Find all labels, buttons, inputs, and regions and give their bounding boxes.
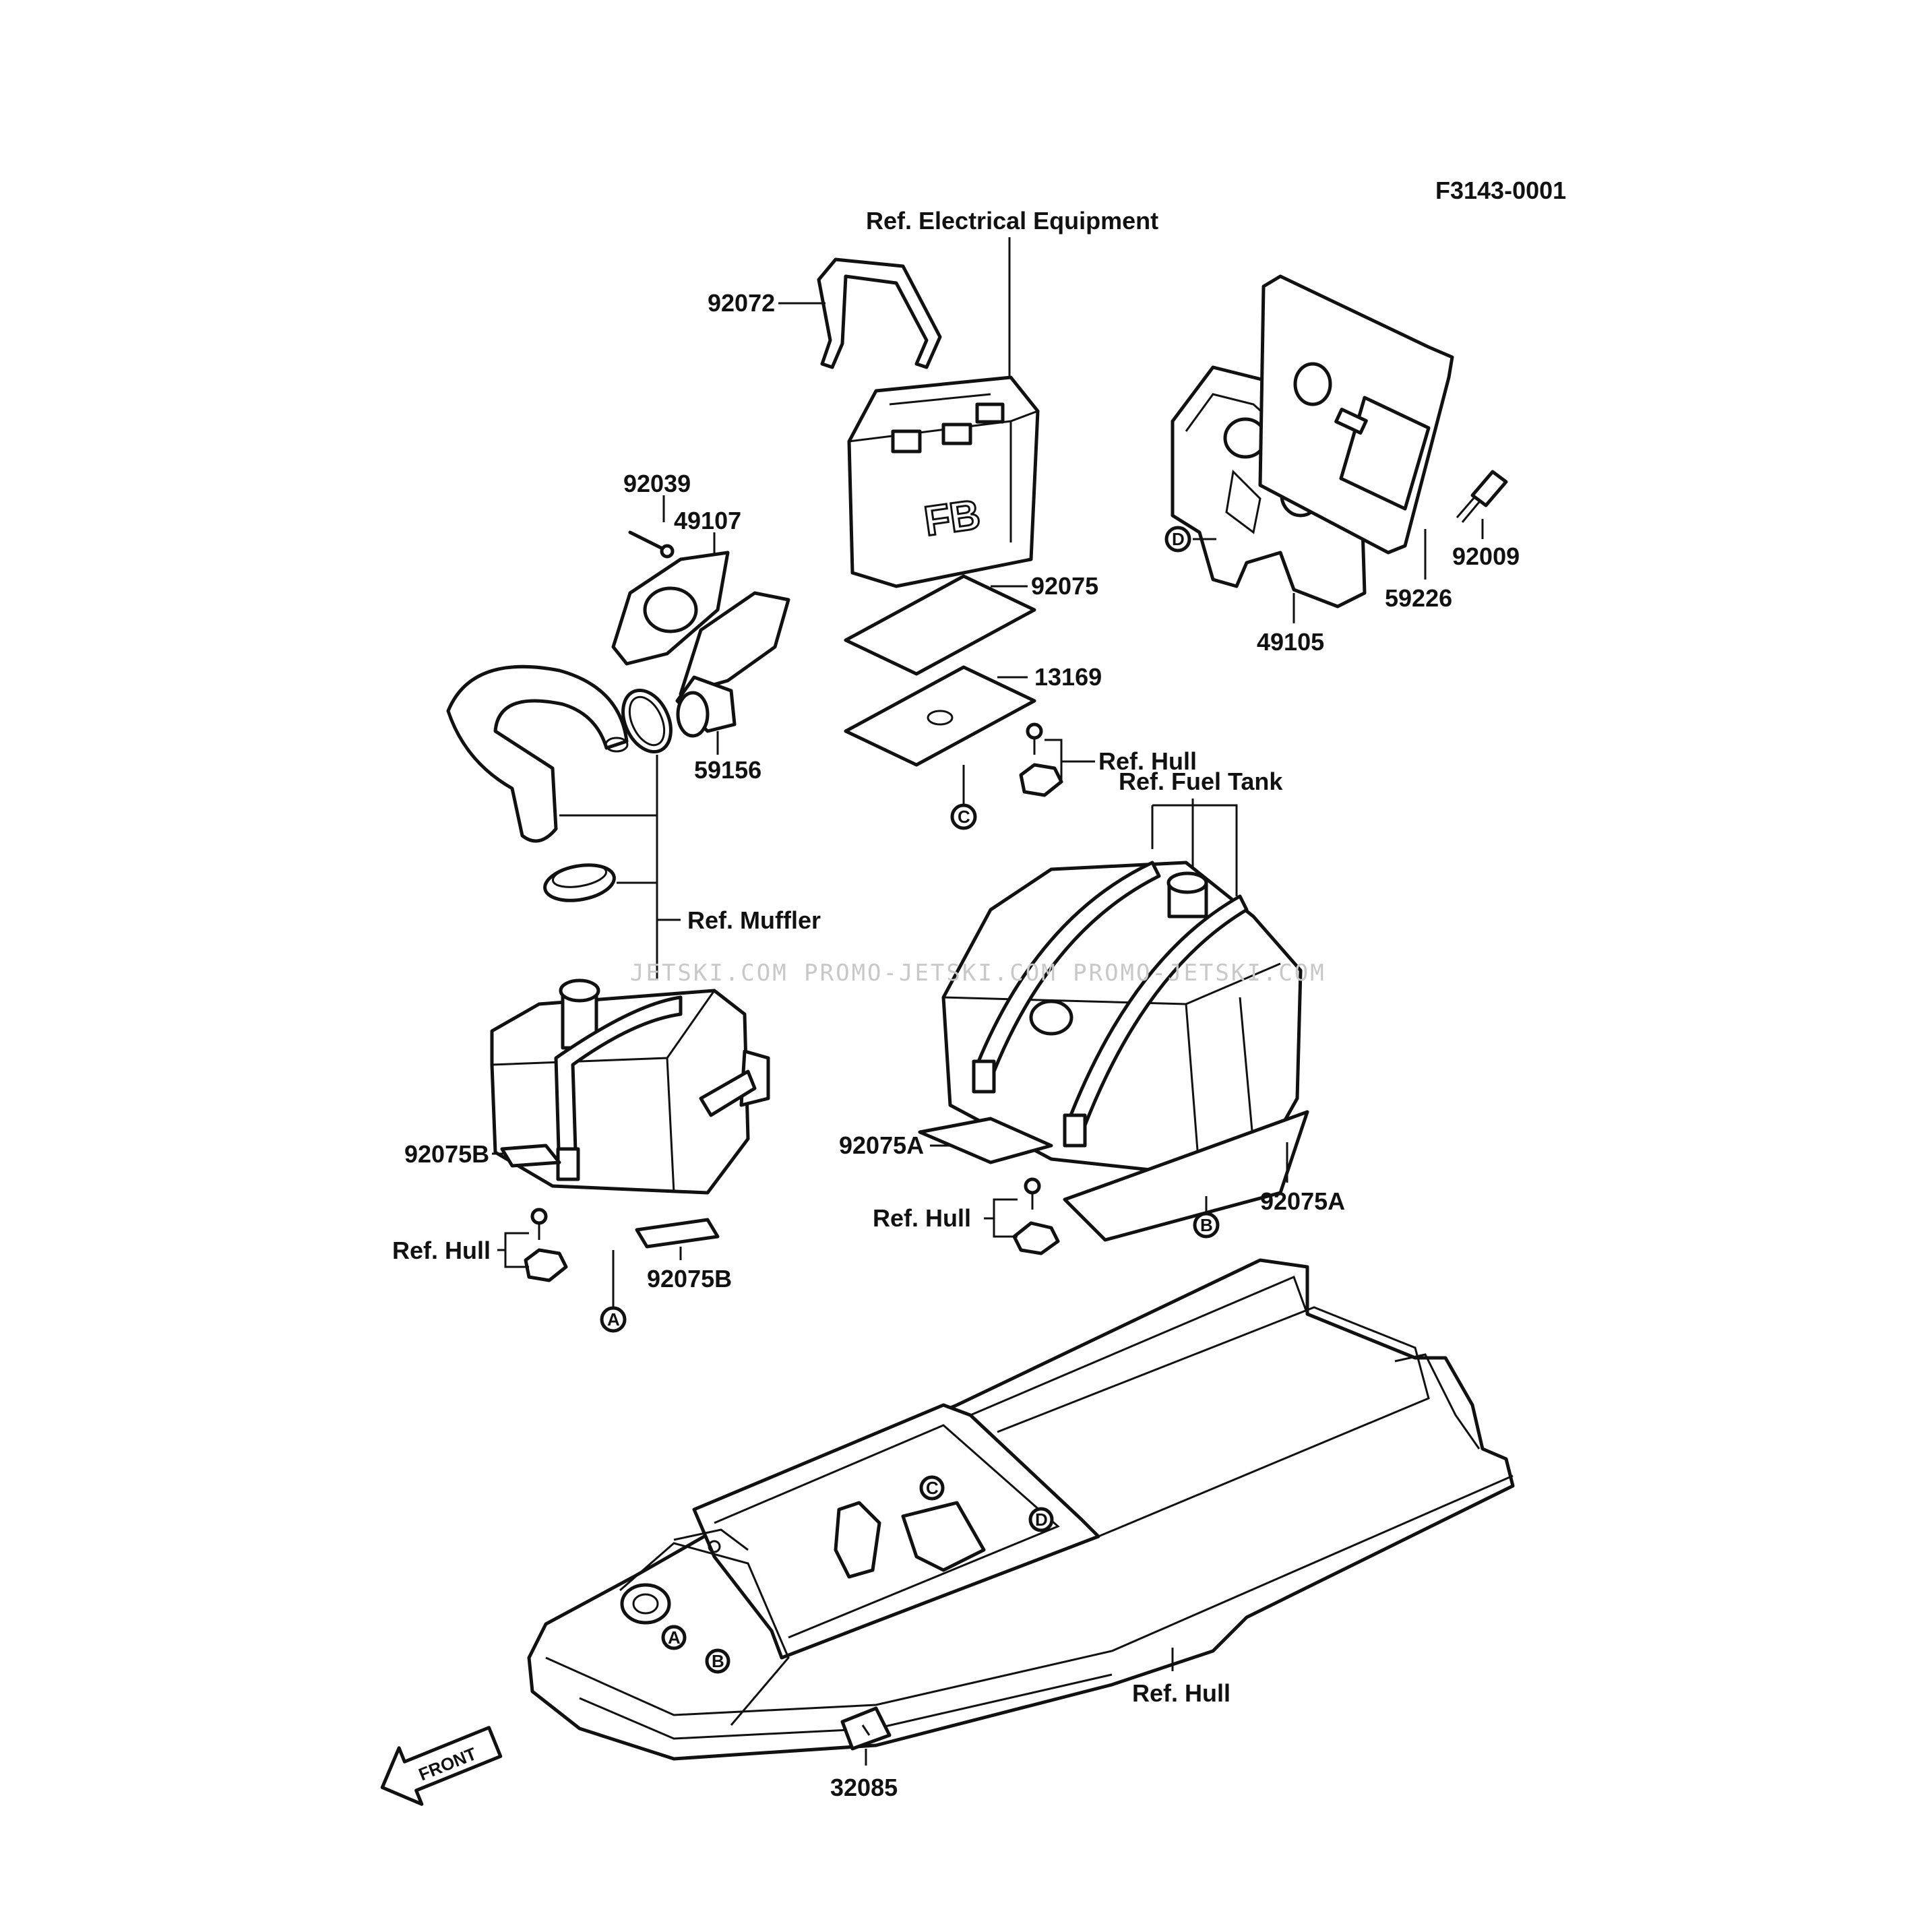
muffler-bolt[interactable] xyxy=(530,1208,548,1240)
tank-bolt[interactable] xyxy=(1024,1177,1041,1210)
marker-C-hull: C xyxy=(919,1475,945,1501)
battery-pad-92075[interactable] xyxy=(844,574,1036,676)
mount-pad-92075B-left[interactable] xyxy=(500,1144,561,1168)
svg-text:B: B xyxy=(1200,1215,1213,1235)
svg-text:B: B xyxy=(712,1651,724,1671)
svg-text:A: A xyxy=(668,1627,681,1648)
hose-clamp-upper[interactable] xyxy=(614,683,681,759)
marker-A-hull: A xyxy=(661,1625,687,1650)
tank-pad-92075A-right[interactable] xyxy=(1063,1110,1309,1242)
svg-text:A: A xyxy=(607,1309,620,1330)
svg-text:D: D xyxy=(1035,1509,1048,1530)
battery[interactable]: FB xyxy=(847,375,1040,588)
screw-92009[interactable] xyxy=(1456,470,1508,523)
callout-ref-hull-main: Ref. Hull xyxy=(1132,1679,1230,1707)
callout-32085: 32085 xyxy=(830,1774,898,1801)
callout-59226: 59226 xyxy=(1385,584,1452,612)
callout-92072: 92072 xyxy=(708,289,775,317)
muffler-nut[interactable] xyxy=(524,1248,568,1282)
tank-nut[interactable] xyxy=(1012,1221,1060,1255)
callout-49107: 49107 xyxy=(674,507,741,534)
marker-B-hull: B xyxy=(705,1648,730,1674)
battery-strap-92072[interactable] xyxy=(817,257,942,369)
callout-ref-hull-muffler: Ref. Hull xyxy=(392,1237,491,1264)
callout-ref-hull-battery: Ref. Hull xyxy=(1098,747,1197,775)
bolt-92039[interactable] xyxy=(628,530,675,559)
callout-92009: 92009 xyxy=(1452,542,1520,570)
marker-A-muffler: A xyxy=(600,1306,627,1333)
callout-49105: 49105 xyxy=(1257,628,1324,656)
svg-text:C: C xyxy=(958,807,970,827)
battery-mat-13169[interactable] xyxy=(844,665,1036,767)
hull[interactable] xyxy=(527,1258,1515,1761)
callout-92075A-right: 92075A xyxy=(1260,1187,1345,1215)
callout-92075B-left: 92075B xyxy=(404,1140,489,1168)
svg-text:C: C xyxy=(926,1478,939,1498)
plate-59226[interactable] xyxy=(1258,274,1454,555)
watermark: JETSKI.COM PROMO-JETSKI.COM PROMO-JETSKI… xyxy=(630,960,1326,987)
front-arrow: FRONT xyxy=(380,1726,503,1806)
svg-text:D: D xyxy=(1172,529,1185,549)
callout-ref-hull-tank: Ref. Hull xyxy=(873,1204,971,1232)
gasket-59156[interactable] xyxy=(675,591,790,738)
muffler[interactable] xyxy=(490,978,770,1195)
callout-92075A-left: 92075A xyxy=(839,1131,924,1159)
callout-92075B-bottom: 92075B xyxy=(647,1265,732,1292)
callout-92075: 92075 xyxy=(1031,572,1098,600)
diagram-code: F3143-0001 xyxy=(1435,177,1566,204)
hose-clamp-lower[interactable] xyxy=(542,860,617,905)
label-32085[interactable] xyxy=(840,1706,892,1751)
battery-bolt[interactable] xyxy=(1026,722,1043,755)
callout-13169: 13169 xyxy=(1034,663,1102,691)
ref-electrical-label: Ref. Electrical Equipment xyxy=(866,207,1158,235)
flange-49107[interactable] xyxy=(611,551,730,666)
callout-59156: 59156 xyxy=(694,756,761,784)
callout-92039: 92039 xyxy=(623,470,691,497)
battery-brand-label: FB xyxy=(921,491,983,545)
marker-D-bracket: D xyxy=(1164,526,1191,553)
marker-D-hull: D xyxy=(1028,1507,1054,1532)
fuel-tank[interactable] xyxy=(941,861,1303,1178)
mount-pad-92075B-bottom[interactable] xyxy=(635,1218,720,1249)
marker-B-tank: B xyxy=(1193,1212,1220,1239)
callout-ref-fuel-tank: Ref. Fuel Tank xyxy=(1119,768,1283,795)
tank-pad-92075A-left[interactable] xyxy=(918,1117,1053,1164)
battery-nut[interactable] xyxy=(1019,763,1063,797)
marker-C-battery: C xyxy=(950,803,977,830)
callout-ref-muffler: Ref. Muffler xyxy=(687,906,821,934)
exhaust-hose[interactable] xyxy=(446,664,629,843)
